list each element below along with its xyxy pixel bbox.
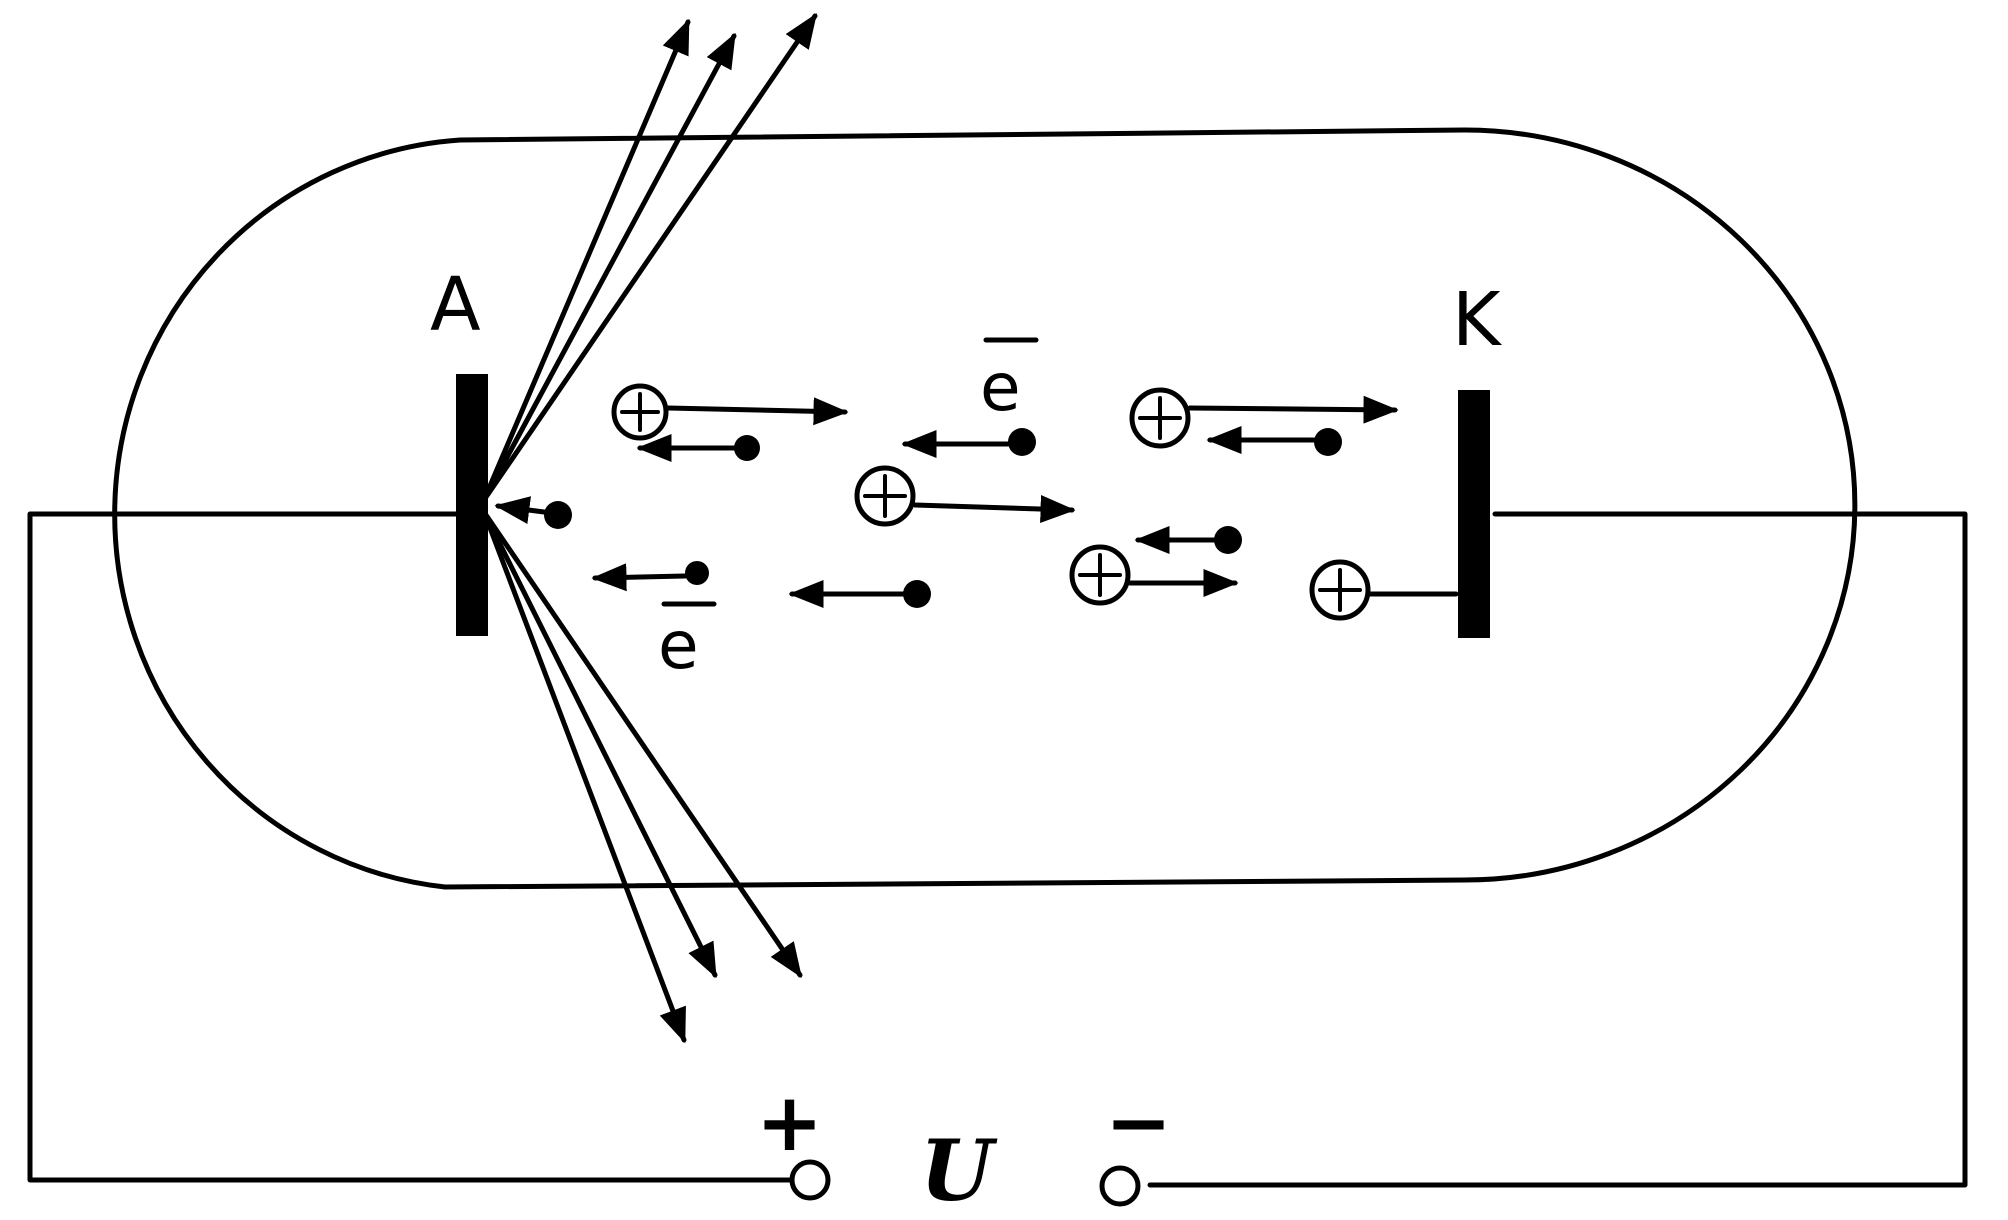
positive-ion-4 [1069, 544, 1239, 606]
electron-5 [1134, 526, 1242, 554]
plus-sign: + [756, 1076, 823, 1169]
cathode-label: K [1452, 277, 1503, 363]
circuit-wire-right [1147, 511, 1968, 1188]
electron-1 [636, 434, 760, 462]
plus-terminal [789, 1159, 831, 1201]
voltage-label: U [920, 1121, 998, 1220]
electron-4 [494, 496, 572, 529]
electron-2 [901, 428, 1036, 458]
electron-3 [1206, 426, 1342, 456]
positive-ion-1 [611, 383, 849, 441]
svg-text:e: e [980, 349, 1021, 426]
anode-label: A [430, 262, 481, 348]
electron-6 [591, 561, 709, 592]
xray-down-1 [481, 509, 687, 1044]
electron-label-top: e [980, 337, 1039, 426]
positive-ion-3 [854, 465, 1076, 527]
xray-up-3 [481, 13, 818, 503]
positive-ion-2 [1129, 387, 1399, 449]
electron-7 [788, 580, 931, 608]
electron-label-bottom: e [658, 601, 717, 684]
minus-terminal [1099, 1165, 1141, 1207]
anode-plate [456, 374, 488, 636]
xray-up-2 [481, 32, 737, 503]
xray-down-2 [481, 509, 718, 979]
xray-down-3 [481, 509, 803, 978]
minus-sign: − [1105, 1076, 1172, 1169]
positive-ion-5 [1309, 559, 1459, 621]
circuit-wire-left [27, 511, 793, 1183]
svg-text:e: e [658, 607, 699, 684]
cathode-plate [1458, 390, 1490, 638]
tube-envelope [112, 127, 1858, 890]
xray-up-1 [481, 18, 691, 503]
